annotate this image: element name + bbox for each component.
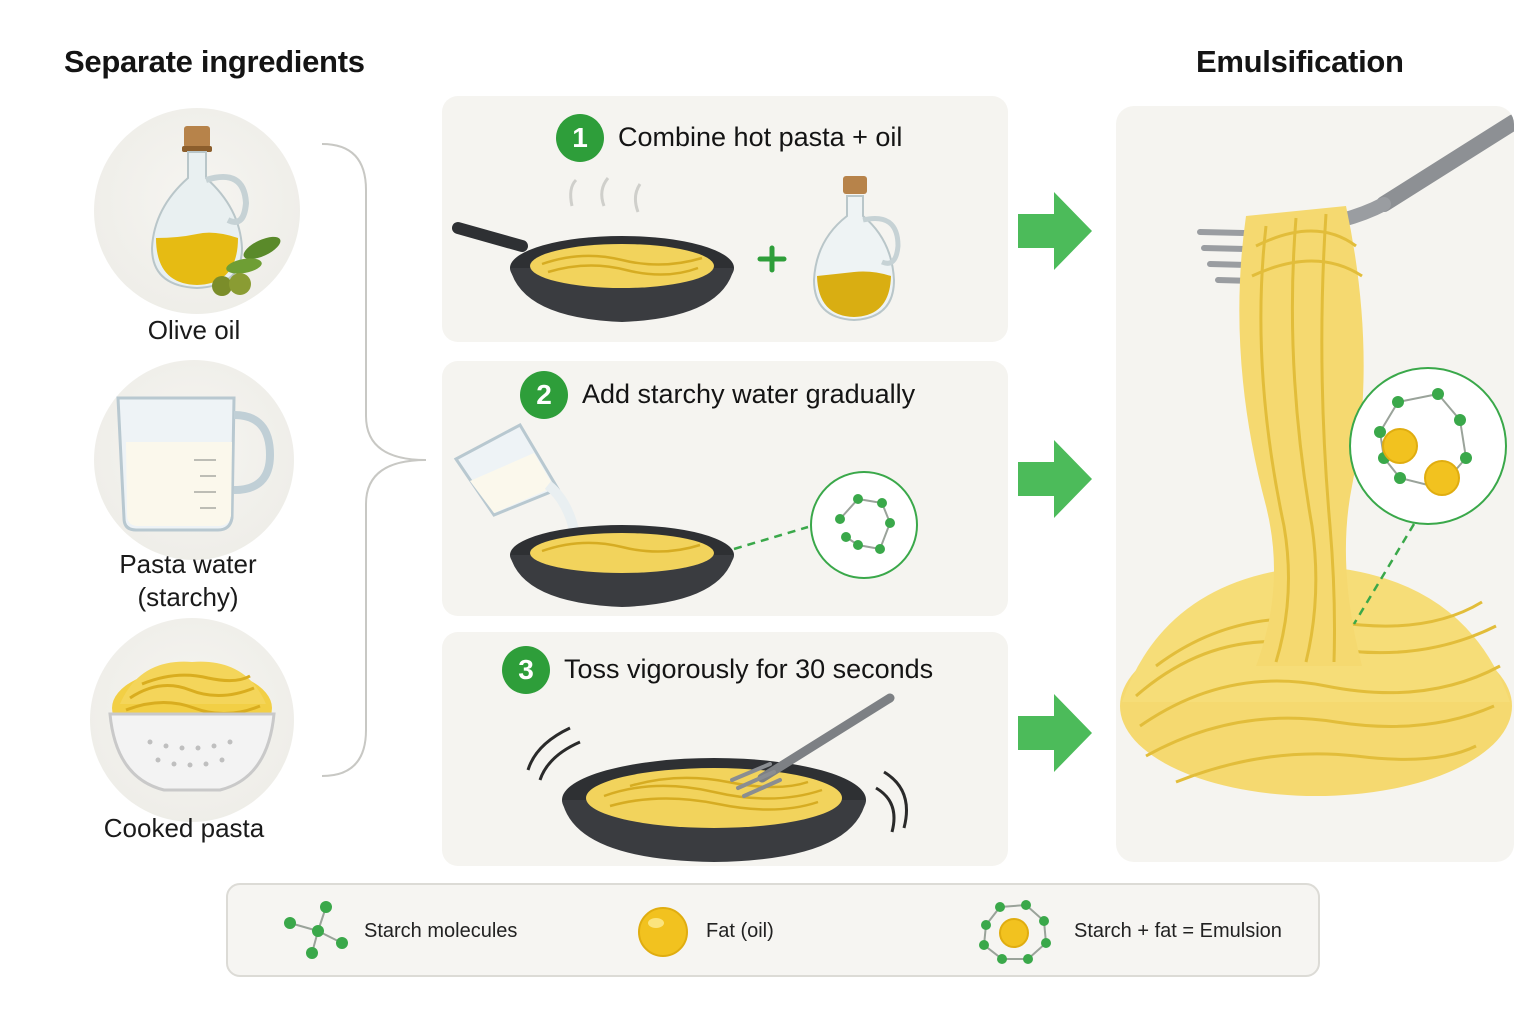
olive-oil-illustration [94, 108, 300, 314]
step-card-1: 1 Combine hot pasta + oil [442, 96, 1008, 342]
step-title-2: Add starchy water gradually [582, 379, 915, 410]
grouping-brace [320, 140, 430, 780]
legend-label-starch: Starch molecules [364, 920, 517, 943]
heading-emulsification: Emulsification [1196, 44, 1404, 80]
heading-separate-ingredients: Separate ingredients [64, 44, 365, 80]
pan-with-pasta-and-oil-icon [452, 176, 992, 336]
fat-droplet-icon [636, 905, 690, 959]
starch-molecule-icon [280, 901, 350, 961]
step-number-badge-2: 2 [520, 371, 568, 419]
step-card-3: 3 Toss vigorously for 30 seconds [442, 632, 1008, 866]
emulsified-pasta-panel [1116, 106, 1514, 862]
tossing-pasta-pan-icon [518, 692, 938, 864]
legend-label-fat: Fat (oil) [706, 920, 774, 943]
arrow-right-icon [1018, 440, 1094, 518]
step-title-3: Toss vigorously for 30 seconds [564, 654, 933, 685]
ingredient-label-olive-oil: Olive oil [94, 314, 294, 347]
olive-oil-bottle-icon [94, 108, 300, 314]
step-number-badge-3: 3 [502, 646, 550, 694]
step-title-1: Combine hot pasta + oil [618, 122, 902, 153]
fork-twirling-pasta-icon [1116, 106, 1514, 862]
arrow-right-icon [1018, 694, 1094, 772]
legend-label-emulsion: Starch + fat = Emulsion [1074, 920, 1282, 943]
ingredient-label-cooked-pasta: Cooked pasta [84, 812, 284, 845]
measuring-jug-icon [94, 360, 294, 560]
ingredient-label-pasta-water-line1: Pasta water [88, 548, 288, 581]
ingredient-label-pasta-water: Pasta water (starchy) [88, 548, 288, 614]
ingredient-label-pasta-water-line2: (starchy) [88, 581, 288, 614]
emulsion-molecule-icon [972, 895, 1056, 969]
pasta-water-illustration [94, 360, 294, 560]
legend: Starch molecules Fat (oil) Starch + fat … [226, 883, 1320, 977]
step-number-badge-1: 1 [556, 114, 604, 162]
arrow-right-icon [1018, 192, 1094, 270]
cooked-pasta-illustration [90, 618, 294, 822]
pouring-water-into-pan-icon [450, 419, 1000, 609]
step-card-2: 2 Add starchy water gradually [442, 361, 1008, 616]
colander-pasta-icon [90, 618, 294, 822]
